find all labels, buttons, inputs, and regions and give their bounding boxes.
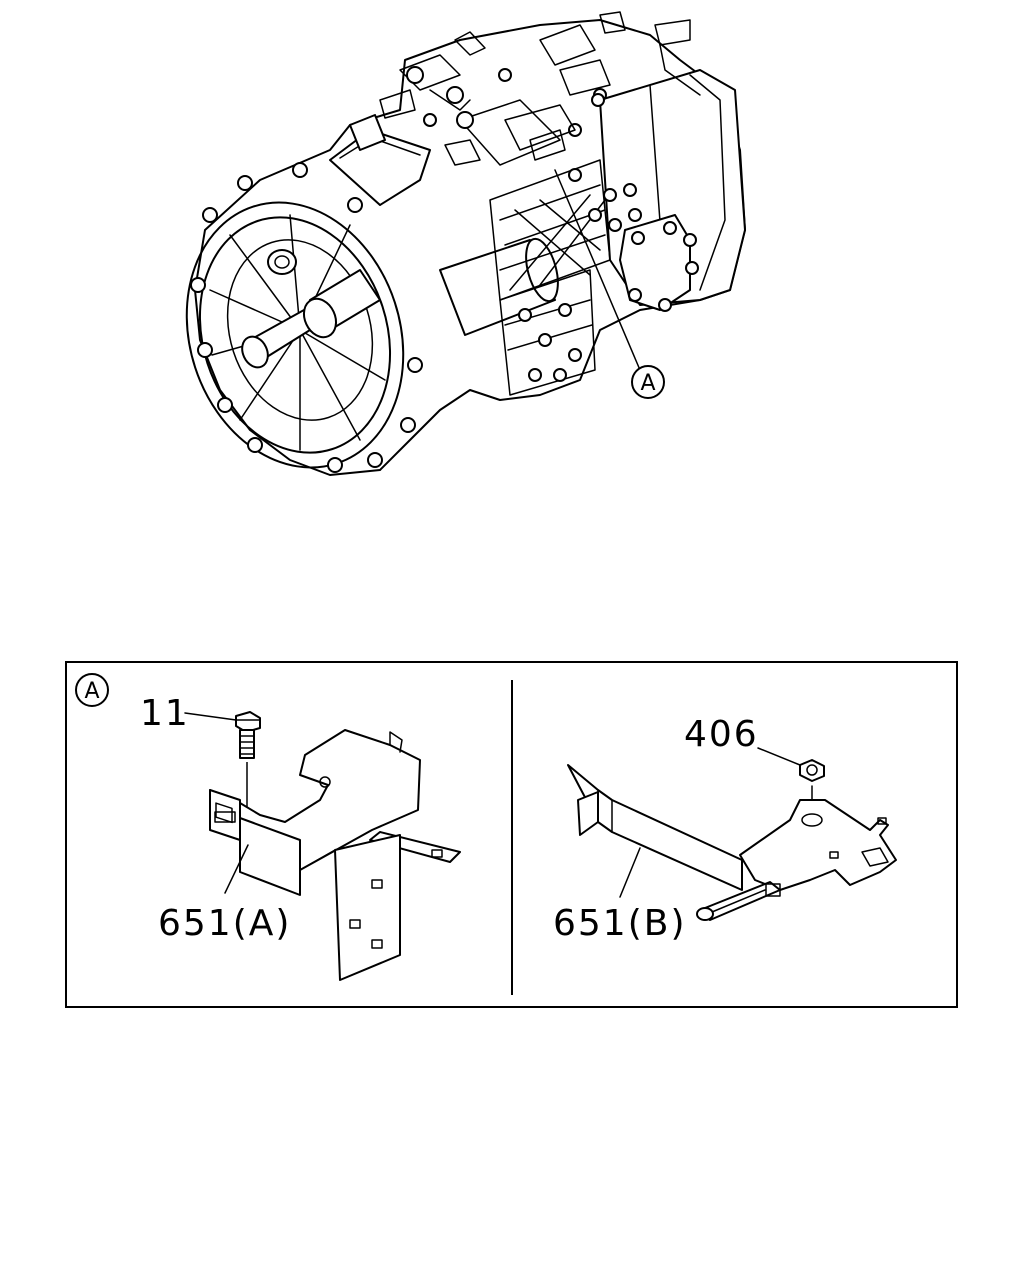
nut-406-leader xyxy=(757,747,801,766)
detail-frame xyxy=(65,661,958,1008)
part-label-406: 406 xyxy=(684,714,759,755)
bolt-11-leader xyxy=(184,712,237,721)
callout-a-detail: A xyxy=(75,673,109,707)
callout-a-label: A xyxy=(640,371,655,396)
bolt-11-illustration xyxy=(235,711,261,815)
part-label-11: 11 xyxy=(140,693,190,734)
part-label-651a: 651(A) xyxy=(158,903,291,944)
bracket-651b-leader xyxy=(619,847,641,898)
transmission-illustration xyxy=(185,11,746,476)
svg-text:A: A xyxy=(84,679,99,704)
bracket-651b-illustration xyxy=(567,764,897,921)
callout-a-main: A xyxy=(631,365,665,399)
detail-view-a: A 11 xyxy=(65,661,958,1008)
bracket-651a-leader xyxy=(224,844,249,894)
part-label-651b: 651(B) xyxy=(553,903,687,944)
bracket-651a-illustration xyxy=(209,729,461,981)
